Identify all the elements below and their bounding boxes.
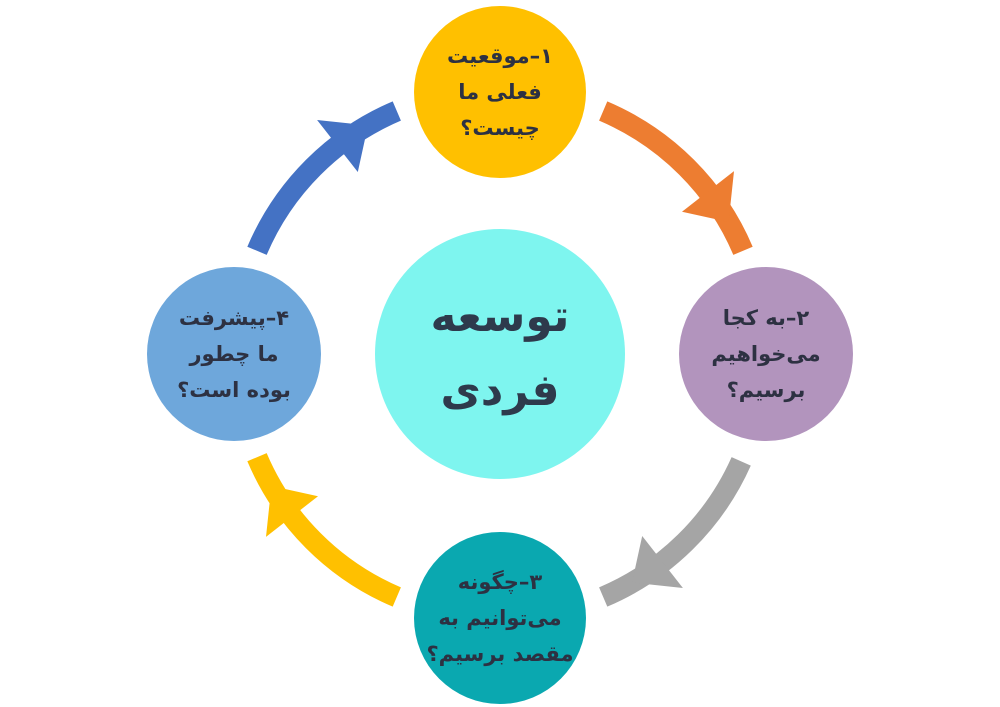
step-2-circle: ۲–به کجا می‌خواهیم برسیم؟	[679, 267, 853, 441]
arrowhead-icon	[632, 536, 683, 588]
arrowhead-icon	[317, 120, 368, 172]
arrow-3-to-4	[247, 453, 401, 607]
arrow-arc	[599, 457, 751, 607]
arrowhead-icon	[266, 486, 318, 537]
step-1-circle: ۱–موقعیت فعلی ما چیست؟	[414, 6, 586, 178]
step-4-text: ۴–پیشرفت ما چطور بوده است؟	[177, 306, 291, 402]
center-title: توسعه فردی	[430, 291, 570, 416]
arrow-4-to-1	[247, 101, 401, 255]
arrow-arc	[247, 453, 401, 607]
arrow-2-to-3	[599, 457, 751, 607]
step-1-text: ۱–موقعیت فعلی ما چیست؟	[447, 44, 553, 140]
step-3-text: ۳–چگونه می‌توانیم به مقصد برسیم؟	[426, 570, 574, 666]
step-3-circle: ۳–چگونه می‌توانیم به مقصد برسیم؟	[414, 532, 586, 704]
arrow-arc	[599, 101, 753, 255]
step-2-text: ۲–به کجا می‌خواهیم برسیم؟	[711, 306, 821, 402]
step-4-circle: ۴–پیشرفت ما چطور بوده است؟	[147, 267, 321, 441]
center-circle: توسعه فردی	[375, 229, 625, 479]
arrow-1-to-2	[599, 101, 753, 255]
arrowhead-icon	[682, 171, 734, 222]
arrow-arc	[247, 101, 401, 255]
